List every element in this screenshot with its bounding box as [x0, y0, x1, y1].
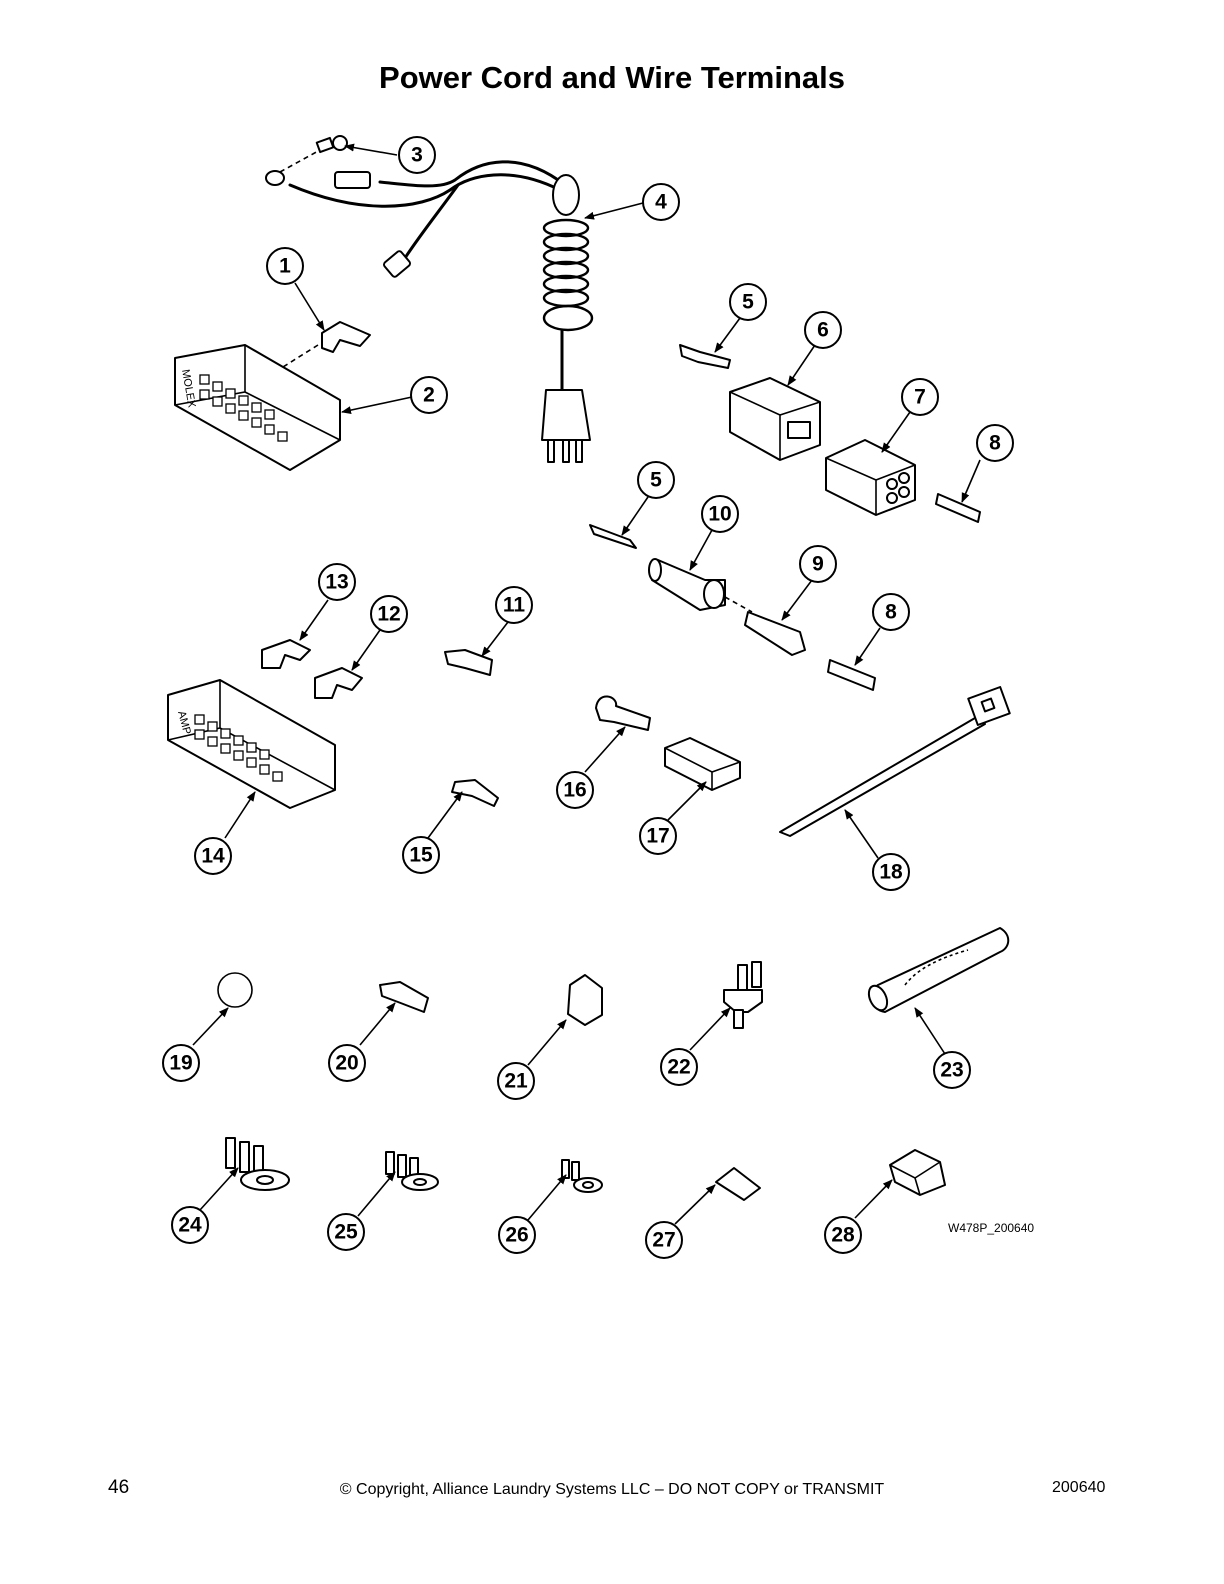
amp-housing-illustration: AMP: [167, 639, 499, 809]
callout-4: 4: [642, 183, 680, 221]
copyright-notice: © Copyright, Alliance Laundry Systems LL…: [339, 1481, 885, 1498]
svg-text:16: 16: [563, 779, 586, 802]
svg-text:21: 21: [504, 1070, 528, 1093]
callout-28: 28: [824, 1216, 862, 1254]
callout-20: 20: [328, 1044, 366, 1082]
callout-26: 26: [498, 1216, 536, 1254]
upper-right-parts: [679, 344, 981, 523]
callout-27: 27: [645, 1221, 683, 1259]
callout-8-lower: 8: [872, 593, 910, 631]
power-cord-illustration: [265, 135, 594, 463]
page-title: Power Cord and Wire Terminals: [379, 60, 845, 95]
svg-text:11: 11: [503, 594, 526, 617]
svg-text:24: 24: [178, 1214, 202, 1237]
callout-7: 7: [901, 378, 939, 416]
svg-text:15: 15: [409, 844, 433, 867]
svg-text:8: 8: [885, 601, 897, 624]
svg-text:8: 8: [989, 432, 1001, 455]
row-four-parts: [217, 927, 1010, 1029]
callout-14: 14: [194, 837, 232, 875]
terminal-and-tie-parts: [595, 686, 1011, 837]
callout-18: 18: [872, 853, 910, 891]
callout-13: 13: [318, 563, 356, 601]
svg-text:20: 20: [335, 1052, 358, 1075]
svg-text:13: 13: [325, 571, 348, 594]
callout-6: 6: [804, 311, 842, 349]
middle-connector-parts: [589, 524, 876, 691]
svg-text:10: 10: [708, 503, 731, 526]
svg-text:3: 3: [411, 144, 423, 167]
callout-8-upper: 8: [976, 424, 1014, 462]
svg-text:2: 2: [423, 384, 435, 407]
callout-11: 11: [495, 586, 533, 624]
callout-leaders: [192, 143, 981, 1225]
svg-text:17: 17: [646, 825, 669, 848]
svg-text:26: 26: [505, 1224, 528, 1247]
svg-text:23: 23: [940, 1059, 963, 1082]
svg-text:6: 6: [817, 319, 829, 342]
callout-5-upper: 5: [729, 283, 767, 321]
svg-text:18: 18: [879, 861, 903, 884]
svg-text:22: 22: [667, 1056, 690, 1079]
callout-2: 2: [410, 376, 448, 414]
callout-21: 21: [497, 1062, 535, 1100]
callout-16: 16: [556, 771, 594, 809]
svg-text:5: 5: [742, 291, 754, 314]
svg-text:9: 9: [812, 553, 824, 576]
callout-5-lower: 5: [637, 461, 675, 499]
callout-1: 1: [266, 247, 304, 285]
callout-19: 19: [162, 1044, 200, 1082]
molex-housing-illustration: MOLEX: [174, 321, 371, 471]
svg-text:4: 4: [655, 191, 667, 214]
figure-id: W478P_200640: [948, 1221, 1034, 1235]
svg-text:28: 28: [831, 1224, 855, 1247]
amp-label: AMP: [175, 710, 193, 736]
callout-12: 12: [370, 595, 408, 633]
callout-24: 24: [171, 1206, 209, 1244]
callout-10: 10: [701, 495, 739, 533]
callout-17: 17: [639, 817, 677, 855]
callout-numbers: 1 2 3 4 5 6 7 8 5 10 9 8 13 12 11 14 15 …: [162, 136, 1014, 1259]
callout-25: 25: [327, 1213, 365, 1251]
callout-3: 3: [398, 136, 436, 174]
svg-text:5: 5: [650, 469, 662, 492]
svg-text:12: 12: [377, 603, 400, 626]
page-number: 46: [108, 1477, 130, 1498]
callout-9: 9: [799, 545, 837, 583]
callout-23: 23: [933, 1051, 971, 1089]
svg-text:19: 19: [169, 1052, 192, 1075]
svg-text:14: 14: [201, 845, 225, 868]
row-five-parts: [225, 1137, 946, 1201]
svg-text:27: 27: [652, 1229, 675, 1252]
document-number: 200640: [1052, 1479, 1106, 1496]
svg-text:25: 25: [334, 1221, 358, 1244]
screw-illustration: [315, 135, 348, 154]
callout-15: 15: [402, 836, 440, 874]
svg-text:1: 1: [279, 255, 291, 278]
callout-22: 22: [660, 1048, 698, 1086]
svg-text:7: 7: [914, 386, 926, 409]
